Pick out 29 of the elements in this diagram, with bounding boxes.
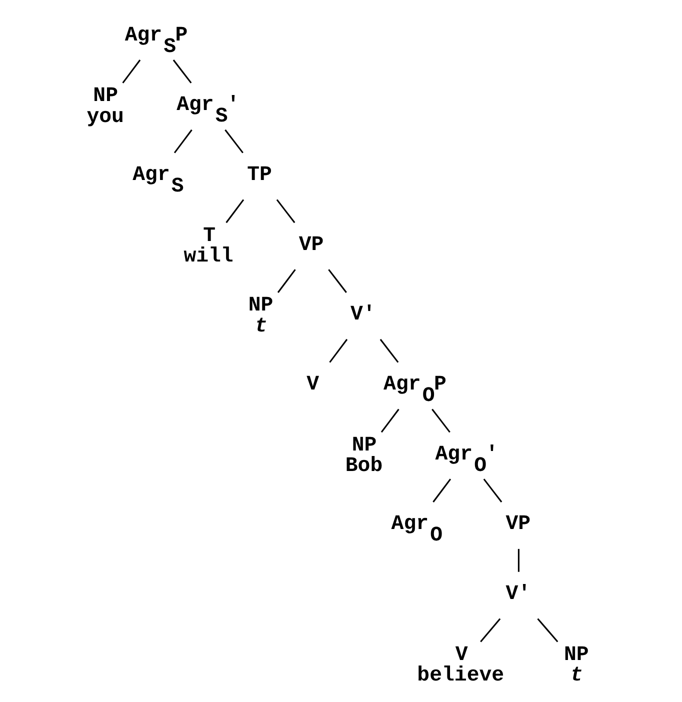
connector (172, 60, 192, 84)
node-text: TP (246, 164, 272, 188)
node-text: V (306, 374, 318, 397)
connector (225, 199, 244, 224)
connector (276, 269, 296, 293)
node-text: NP Bob (344, 434, 382, 478)
connector (482, 478, 502, 502)
connector (173, 129, 192, 154)
connector (379, 338, 398, 363)
node-text: VP (505, 513, 530, 536)
connector (517, 548, 519, 572)
node-text: NP you (86, 85, 124, 129)
node-text: V believe (416, 644, 504, 688)
node-text: NP t (248, 294, 273, 338)
connector (224, 129, 243, 154)
node-text: VP (298, 234, 324, 257)
connector (432, 478, 451, 502)
connector (480, 618, 500, 642)
node-text: NP t (563, 644, 588, 688)
connector (380, 408, 399, 433)
node-text: V' (350, 304, 375, 327)
node-text: T will (183, 224, 233, 268)
connector (276, 199, 295, 224)
connector (328, 338, 348, 363)
node-text: V' (505, 583, 530, 606)
connector (431, 408, 450, 433)
connector (536, 618, 558, 642)
connector (122, 60, 140, 84)
connector (328, 269, 346, 293)
